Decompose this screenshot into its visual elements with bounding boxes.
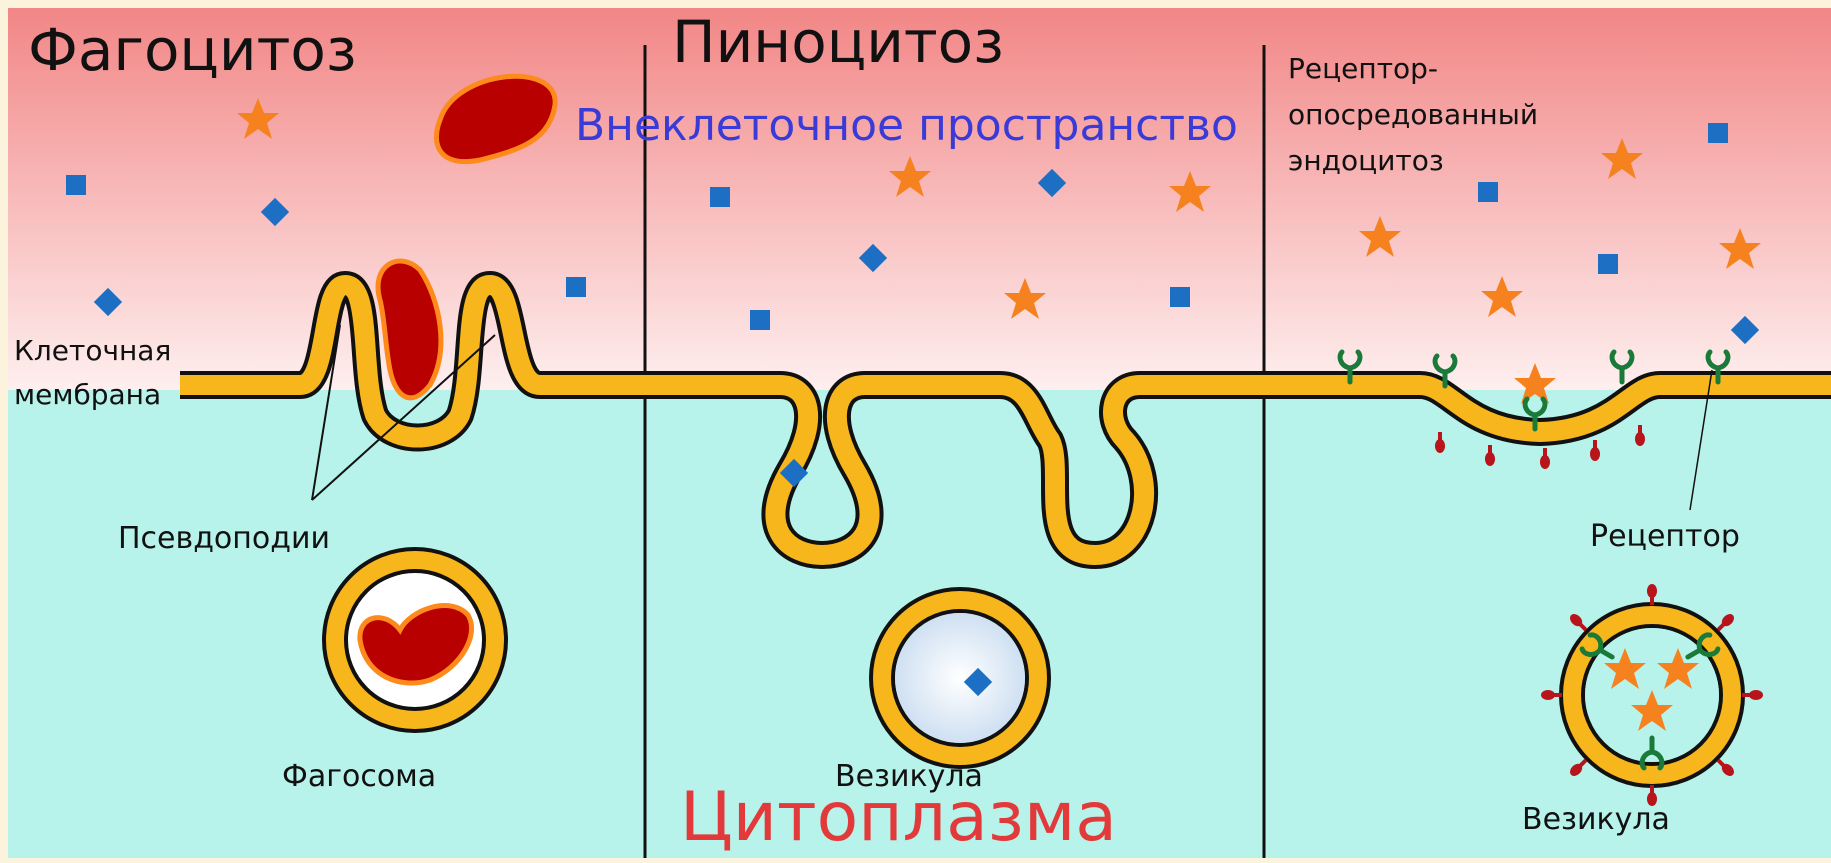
particle-square	[750, 310, 770, 330]
particle-square	[1598, 254, 1618, 274]
membrane-label-line2: мембрана	[14, 378, 161, 411]
pseudopodia-label: Псевдоподии	[118, 521, 330, 556]
particle-square	[566, 277, 586, 297]
vesicle-pinocytosis	[882, 600, 1038, 756]
title-pinocytosis: Пиноцитоз	[672, 8, 1004, 76]
vesicle-label-receptor: Везикула	[1522, 802, 1670, 837]
particle-square	[1478, 182, 1498, 202]
title-phagocytosis: Фагоцитоз	[28, 16, 357, 84]
phagosome	[335, 560, 495, 720]
phagosome-label: Фагосома	[282, 759, 436, 794]
membrane-label-line1: Клеточная	[14, 334, 171, 367]
title-receptor-line2: опосредованный	[1288, 98, 1538, 131]
vesicle-receptor	[1541, 584, 1763, 806]
extracellular-label: Внеклеточное пространство	[575, 100, 1238, 151]
particle-square	[710, 187, 730, 207]
particle-square	[1170, 287, 1190, 307]
receptor-label: Рецептор	[1590, 519, 1740, 554]
particle-square	[66, 175, 86, 195]
vesicle-label-pinocytosis: Везикула	[835, 759, 983, 794]
title-receptor-line1: Рецептор-	[1288, 52, 1438, 85]
title-receptor-line3: эндоцитоз	[1288, 144, 1444, 177]
particle-square	[1708, 123, 1728, 143]
